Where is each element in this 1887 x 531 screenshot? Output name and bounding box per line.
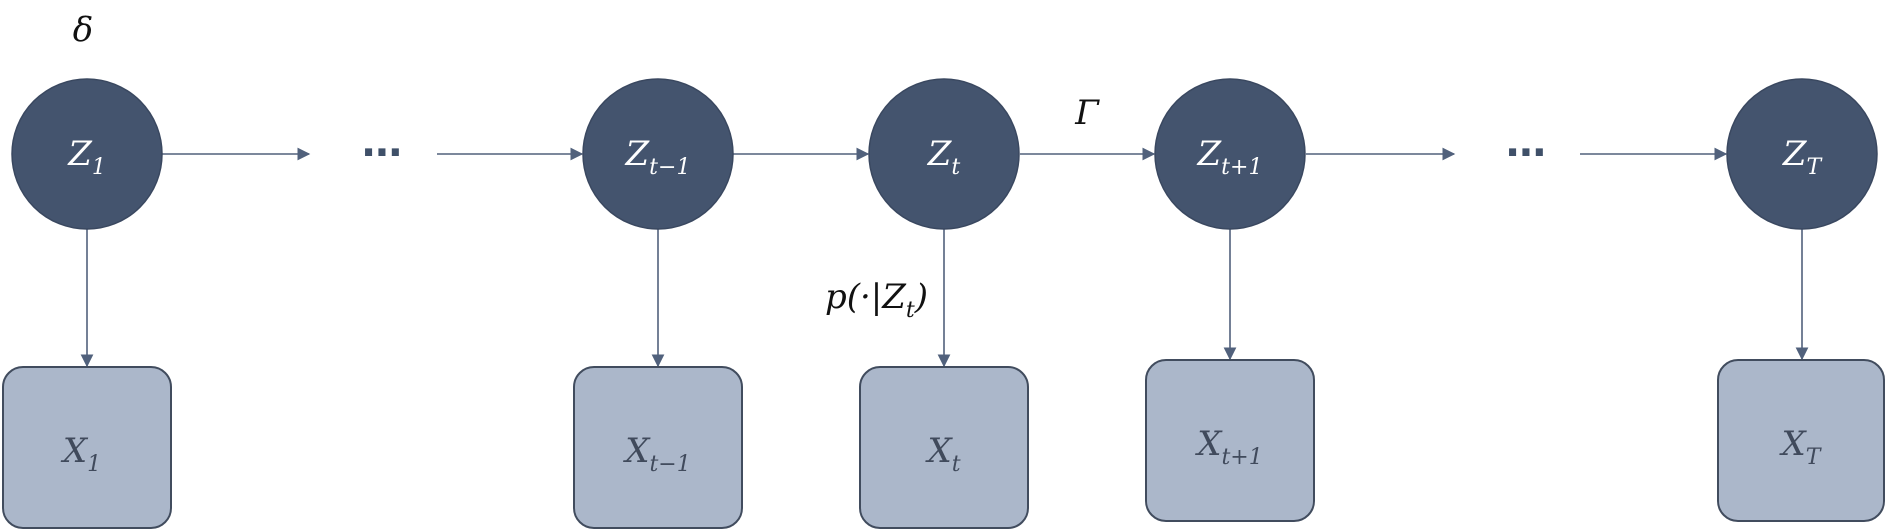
hidden-node-subscript: t+1 xyxy=(1221,155,1262,180)
hidden-node-z1: Z1 xyxy=(11,78,163,230)
svg-text:Xt: Xt xyxy=(924,431,960,477)
svg-text:Z1: Z1 xyxy=(67,134,106,180)
hidden-nodes: Z1 Zt−1 Zt Zt+1 ZT xyxy=(11,78,1878,230)
observed-node-subscript: t xyxy=(952,452,961,477)
hidden-node-base: Z xyxy=(67,134,93,174)
hidden-node-subscript: t−1 xyxy=(649,155,690,180)
hidden-node-base: Z xyxy=(1782,134,1808,174)
observed-node-base: X xyxy=(1779,424,1808,464)
emission-edges xyxy=(80,229,1809,368)
emission-label-subscript: t xyxy=(906,298,915,323)
hidden-node-subscript: t xyxy=(951,155,960,180)
hidden-node-base: Z xyxy=(625,134,651,174)
observed-node-subscript: t−1 xyxy=(649,452,690,477)
observed-node-base: X xyxy=(924,431,953,471)
transition-matrix-label: Γ xyxy=(1074,93,1100,133)
hidden-node-subscript: T xyxy=(1806,155,1823,180)
ellipsis-left: ⋯ xyxy=(362,130,406,176)
hidden-node-zt+1: Zt+1 xyxy=(1154,78,1306,230)
hidden-node-zt: Zt xyxy=(868,78,1020,230)
svg-text:Zt+1: Zt+1 xyxy=(1197,134,1263,180)
svg-text:X1: X1 xyxy=(60,431,101,477)
emission-distribution-label: p(·|Zt) xyxy=(825,277,928,323)
hidden-node-subscript: 1 xyxy=(92,155,106,180)
observed-node-xT: XT xyxy=(1717,359,1885,522)
observed-node-base: X xyxy=(60,431,89,471)
observed-node-base: X xyxy=(1194,424,1223,464)
observed-node-base: X xyxy=(622,431,651,471)
hidden-node-zT: ZT xyxy=(1726,78,1878,230)
svg-text:XT: XT xyxy=(1779,424,1823,470)
svg-text:Xt−1: Xt−1 xyxy=(622,431,691,477)
observed-node-x1: X1 xyxy=(2,366,172,529)
ellipsis-right: ⋯ xyxy=(1506,130,1550,176)
hidden-node-base: Z xyxy=(927,134,953,174)
observed-node-subscript: t+1 xyxy=(1221,445,1262,470)
svg-text:Zt: Zt xyxy=(927,134,961,180)
observed-node-xt: Xt xyxy=(859,366,1029,529)
observed-nodes: X1 Xt−1 Xt Xt+1 XT xyxy=(2,359,1885,529)
svg-text:ZT: ZT xyxy=(1782,134,1824,180)
observed-node-xt+1: Xt+1 xyxy=(1145,359,1315,522)
hidden-node-base: Z xyxy=(1197,134,1223,174)
initial-distribution-label: δ xyxy=(73,10,93,50)
hidden-node-zt-1: Zt−1 xyxy=(582,78,734,230)
observed-node-subscript: T xyxy=(1806,445,1823,470)
svg-text:Xt+1: Xt+1 xyxy=(1194,424,1263,470)
emission-label-close: ) xyxy=(914,277,928,317)
svg-text:Zt−1: Zt−1 xyxy=(625,134,691,180)
observed-node-xt-1: Xt−1 xyxy=(573,366,743,529)
observed-node-subscript: 1 xyxy=(87,452,101,477)
emission-label-main: p(·|Z xyxy=(825,277,907,317)
